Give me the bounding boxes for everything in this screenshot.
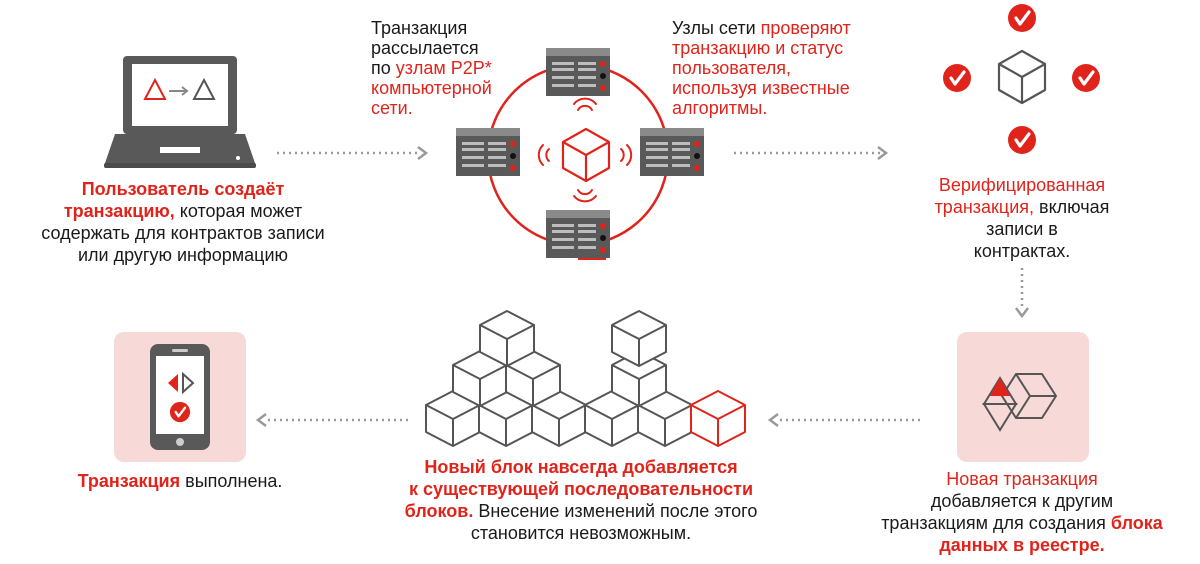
arrowhead-2 <box>877 146 889 160</box>
step6-line1: Новый блок навсегда добавляется <box>424 457 738 477</box>
step3-caption: Узлы сети проверяют транзакцию и статус … <box>672 18 902 118</box>
laptop-icon <box>104 56 256 168</box>
step3-line1-red: проверяют <box>760 18 851 38</box>
check-left-icon <box>941 62 973 94</box>
network-cube-icon <box>561 127 611 183</box>
step5-line1: Новая транзакция <box>946 469 1098 489</box>
server-left-icon <box>456 128 520 176</box>
step2-line4: компьютерной <box>371 78 492 98</box>
check-bottom-icon <box>1006 124 1038 156</box>
step2-line5: сети. <box>371 98 413 118</box>
step5-caption: Новая транзакция добавляется к другим тр… <box>852 468 1192 556</box>
step1-line2-red: транзакцию, <box>63 201 175 221</box>
check-top-icon <box>1006 2 1038 34</box>
check-right-icon <box>1070 62 1102 94</box>
step2-line3-red: узлам P2P* <box>395 58 492 78</box>
step4-line3: записи в <box>986 219 1058 239</box>
p2p-network <box>456 48 704 260</box>
server-top-icon <box>546 48 610 96</box>
step7-caption: Транзакция выполнена. <box>40 470 320 492</box>
step1-caption: Пользователь создаёт транзакцию, которая… <box>0 178 366 266</box>
merge-blocks-icon <box>957 332 1089 462</box>
step2-line3-pre: по <box>371 58 396 78</box>
server-right-icon <box>640 128 704 176</box>
step6-line2: к существующей последовательности <box>408 479 754 499</box>
server-bottom-icon <box>546 210 610 258</box>
step4-line2-rest: включая <box>1034 197 1110 217</box>
verified-transaction-icon <box>941 2 1102 156</box>
step2-line2: рассылается <box>371 38 479 58</box>
step4-line1: Верифицированная <box>938 175 1106 195</box>
step5-line2: добавляется к другим <box>930 491 1114 511</box>
step4-line2-red: транзакция, <box>934 197 1035 217</box>
arrowhead-3 <box>1015 307 1029 319</box>
smartphone-icon <box>114 332 246 462</box>
step6-line3-red: блоков. <box>404 501 474 521</box>
step2-line1: Транзакция <box>371 18 468 38</box>
step3-line4: используя известные <box>672 78 850 98</box>
step4-line4: контрактах. <box>973 241 1071 261</box>
step1-line4: или другую информацию <box>77 245 289 265</box>
step1-line1: Пользователь создаёт <box>81 179 285 199</box>
step2-caption: Транзакция рассылается по узлам P2P* ком… <box>371 18 531 118</box>
arrowhead-4 <box>767 413 779 427</box>
step1-line2-rest: которая может <box>174 201 303 221</box>
step3-line5: алгоритмы. <box>672 98 768 118</box>
step5-line3-red: блока <box>1110 513 1163 533</box>
step5-line3-pre: транзакциям для создания <box>881 513 1111 533</box>
step4-caption: Верифицированная транзакция, включая зап… <box>912 174 1132 262</box>
step5-line4: данных в реестре. <box>939 535 1105 555</box>
step7-line1-rest: выполнена. <box>180 471 283 491</box>
step6-caption: Новый блок навсегда добавляется к сущест… <box>366 456 796 544</box>
blockchain-blocks-icon <box>425 310 693 447</box>
step6-line3-rest: Внесение изменений после этого <box>473 501 758 521</box>
step1-line3: содержать для контрактов записи <box>41 223 325 243</box>
arrowhead-1 <box>417 146 429 160</box>
arrowhead-5 <box>255 413 267 427</box>
step6-line4: становится невозможным. <box>470 523 692 543</box>
new-block-icon <box>690 390 746 447</box>
step7-line1-red: Транзакция <box>77 471 181 491</box>
step3-line3: пользователя, <box>672 58 791 78</box>
step3-line1-pre: Узлы сети <box>672 18 761 38</box>
signal-waves-icon <box>537 97 633 203</box>
step3-line2: транзакцию и статус <box>672 38 844 58</box>
